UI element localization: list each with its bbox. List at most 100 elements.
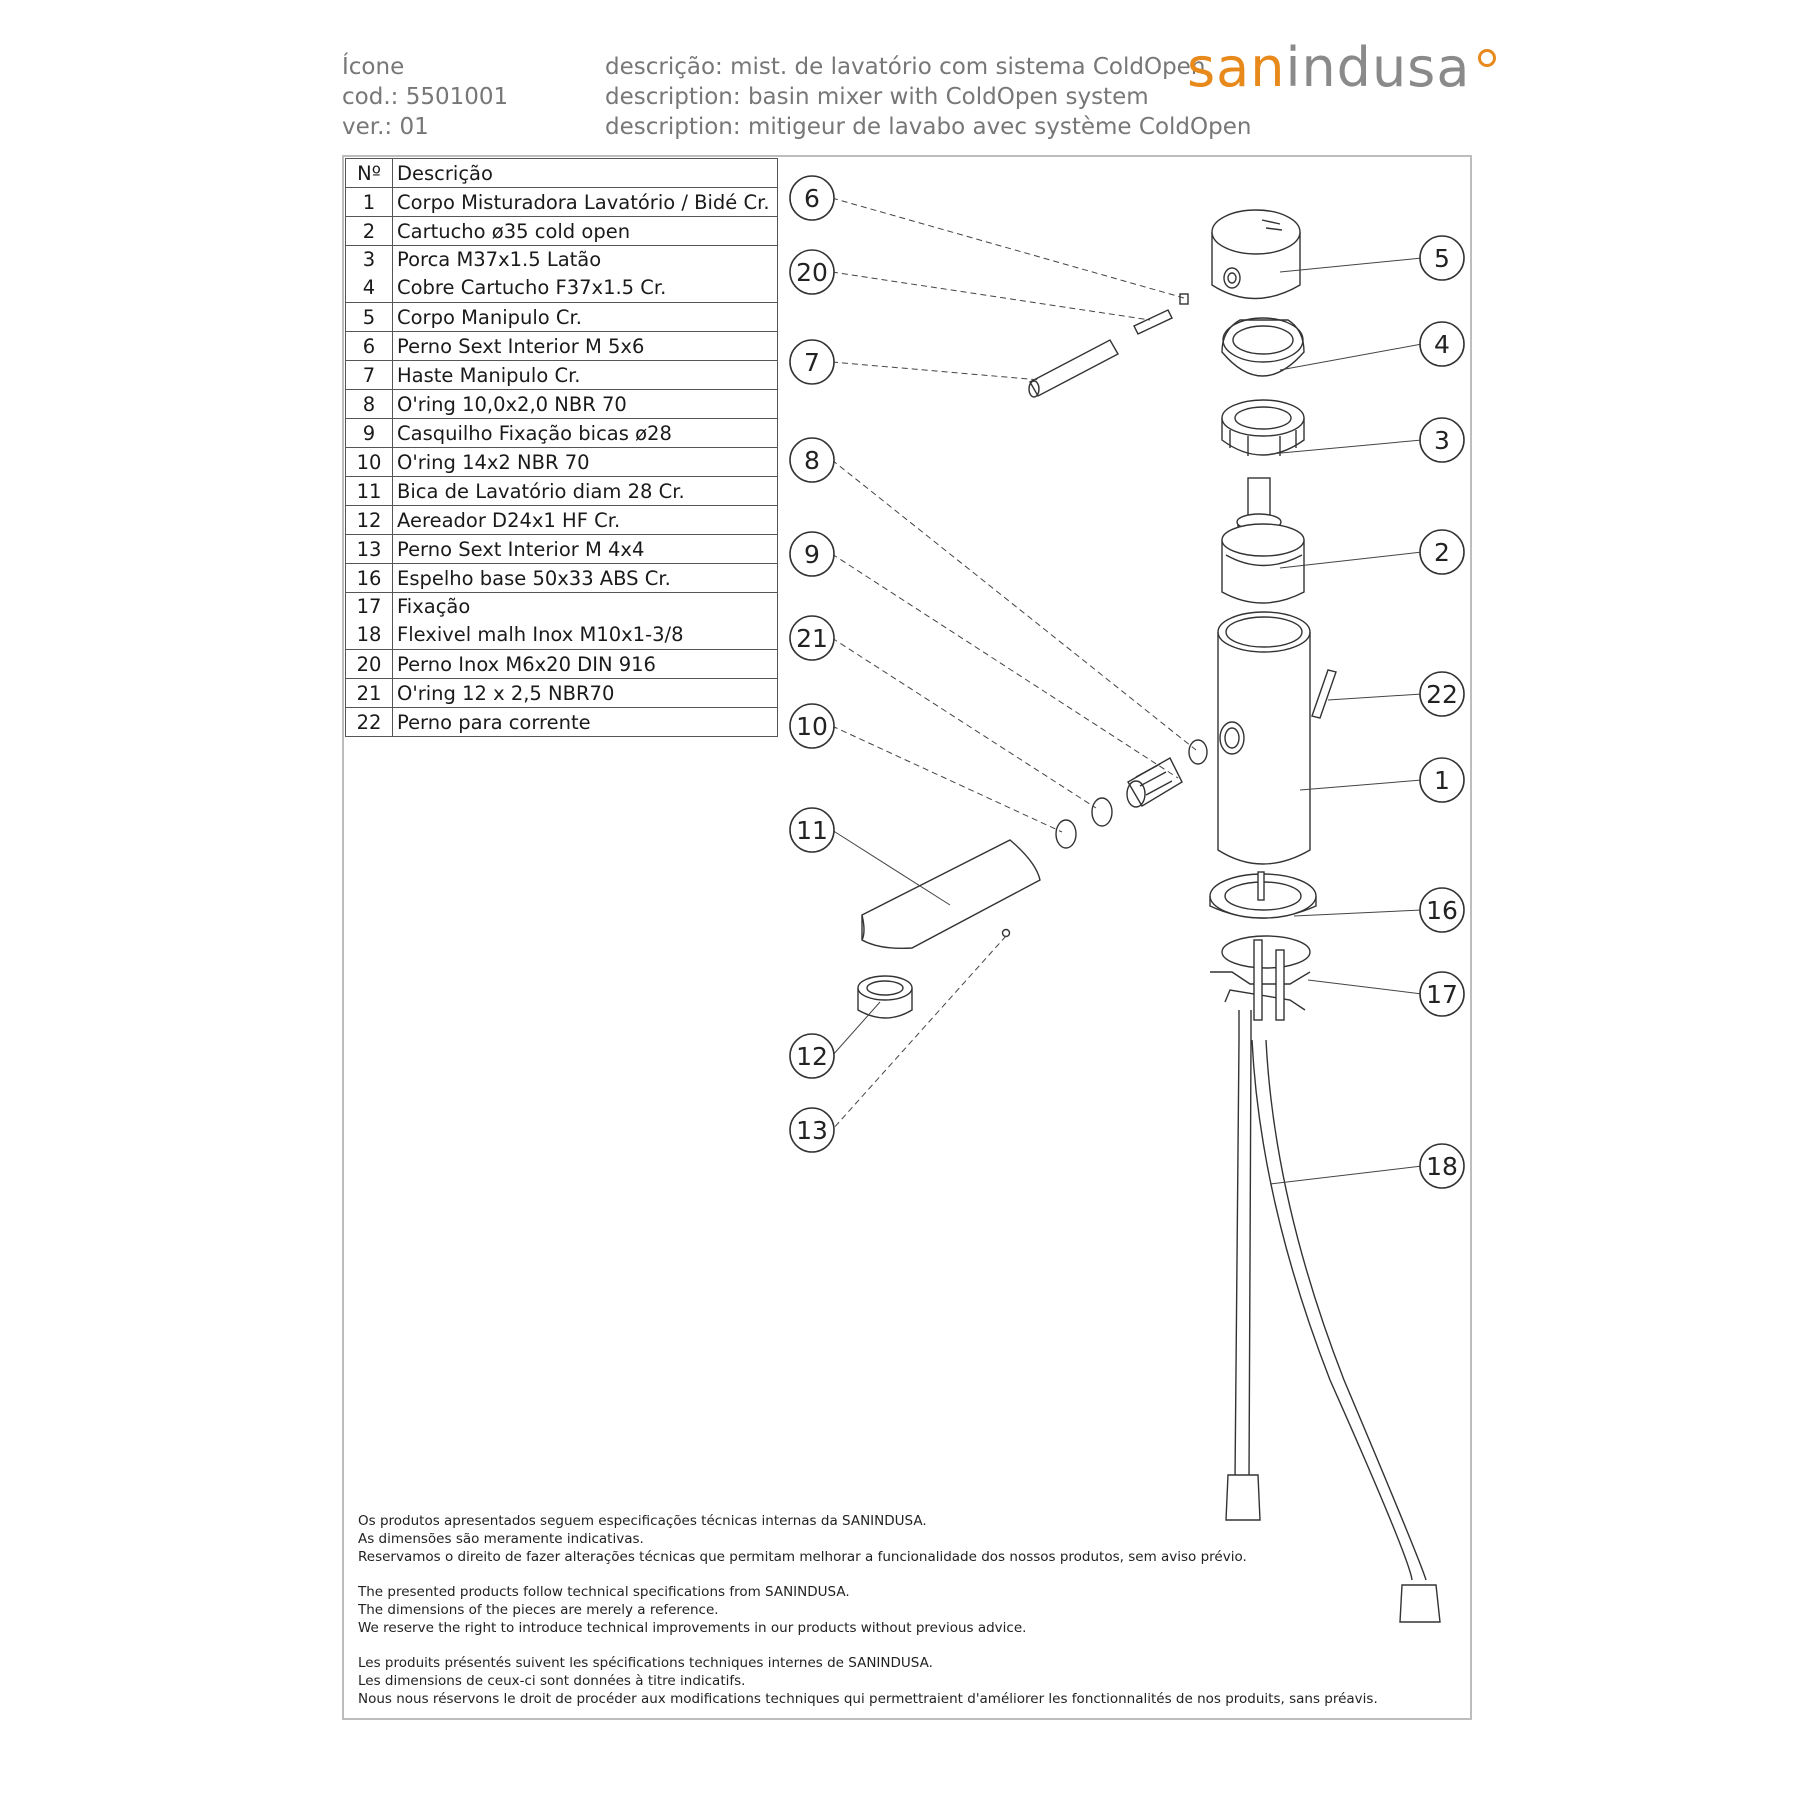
part-description-cell: Perno para corrente [392, 707, 778, 737]
part-description-cell: Cartucho ø35 cold open [392, 216, 778, 246]
note-line: As dimensões são meramente indicativas. [358, 1531, 644, 1547]
part-number-cell: 2 [345, 216, 393, 246]
callout-22: 22 [1419, 671, 1465, 717]
leader-lines [831, 197, 1197, 1131]
part-number: 11 [356, 479, 382, 503]
base-plate-part [1209, 871, 1317, 919]
part-description: Casquilho Fixação bicas ø28 [397, 421, 672, 445]
document-meta: Ícone cod.: 5501001 ver.: 01 [342, 52, 582, 142]
callout-label: 21 [796, 624, 828, 653]
leader-lines-solid [831, 257, 1423, 1185]
callout-circle [789, 437, 835, 483]
callout-11: 11 [789, 807, 835, 853]
callout-circle [789, 249, 835, 295]
callout-8: 8 [789, 437, 835, 483]
handle-rod-part [1028, 339, 1119, 398]
callout-12: 12 [789, 1033, 835, 1079]
part-description-cell: Espelho base 50x33 ABS Cr. [392, 563, 778, 593]
part-description: Porca M37x1.5 Latão [397, 248, 602, 271]
product-version: ver.: 01 [342, 114, 429, 140]
oring-21-part [1091, 797, 1113, 827]
callout-5: 5 [1419, 235, 1465, 281]
chain-pin-part [1311, 669, 1337, 719]
part-description: Aereador D24x1 HF Cr. [397, 508, 621, 532]
callout-label: 8 [804, 446, 820, 475]
callout-label: 12 [796, 1042, 828, 1071]
callout-10: 10 [789, 703, 835, 749]
part-number-cell: 13 [345, 534, 393, 564]
note-line: The dimensions of the pieces are merely … [358, 1602, 719, 1618]
part-description: Perno Sext Interior M 4x4 [397, 537, 645, 561]
callout-circle [789, 339, 835, 385]
mixer-body-part [1217, 611, 1311, 865]
part-number: 3 [362, 248, 376, 271]
callout-9: 9 [789, 531, 835, 577]
part-description: Cobre Cartucho F37x1.5 Cr. [397, 276, 667, 299]
description-en: description: basin mixer with ColdOpen s… [605, 84, 1149, 110]
part-description-cell: O'ring 12 x 2,5 NBR70 [392, 678, 778, 708]
part-description: O'ring 10,0x2,0 NBR 70 [397, 392, 627, 416]
callout-21: 21 [789, 615, 835, 661]
spout-part [861, 839, 1041, 950]
notes-en: The presented products follow technical … [358, 1583, 1458, 1637]
part-description: Espelho base 50x33 ABS Cr. [397, 566, 671, 590]
logo-mark-icon [1478, 49, 1496, 67]
part-number: 18 [356, 623, 382, 646]
part-description-cell: Bica de Lavatório diam 28 Cr. [392, 476, 778, 506]
product-code: cod.: 5501001 [342, 84, 509, 110]
part-description-cell: O'ring 10,0x2,0 NBR 70 [392, 389, 778, 419]
note-line: We reserve the right to introduce techni… [358, 1620, 1027, 1636]
drawing-frame [342, 155, 1472, 1720]
callout-label: 10 [796, 712, 828, 741]
part-number-cell: 8 [345, 389, 393, 419]
note-line: Os produtos apresentados seguem especifi… [358, 1513, 927, 1529]
hex-screw-part [1001, 928, 1011, 938]
part-number: 6 [362, 334, 376, 358]
description-block: descrição: mist. de lavatório com sistem… [605, 52, 1251, 142]
callout-label: 2 [1434, 538, 1450, 567]
part-number: 9 [362, 421, 376, 445]
part-number: 2 [362, 219, 376, 243]
table-row: 12 Aereador D24x1 HF Cr. [345, 505, 778, 535]
part-description: Haste Manipulo Cr. [397, 363, 581, 387]
part-description: Fixação [397, 595, 471, 618]
table-row: 11 Bica de Lavatório diam 28 Cr. [345, 476, 778, 506]
part-number: 12 [356, 508, 382, 532]
part-number-cell: 5 [345, 302, 393, 332]
part-description-cell: Aereador D24x1 HF Cr. [392, 505, 778, 535]
cartridge-cover-part [1221, 317, 1305, 377]
oring-8-part [1188, 739, 1208, 765]
callout-4: 4 [1419, 321, 1465, 367]
part-number: 17 [356, 595, 382, 618]
cartridge-part [1221, 477, 1305, 604]
notes-fr: Les produits présentés suivent les spéci… [358, 1654, 1458, 1708]
callout-3: 3 [1419, 417, 1465, 463]
callout-circle [1419, 757, 1465, 803]
part-description: Cartucho ø35 cold open [397, 219, 631, 243]
callout-label: 17 [1426, 980, 1458, 1009]
oring-10-part [1055, 819, 1077, 849]
part-number: 10 [356, 450, 382, 474]
hex-pin-part [1179, 293, 1189, 305]
callout-circle [789, 1033, 835, 1079]
part-number: 4 [362, 276, 376, 299]
callout-circle [1419, 971, 1465, 1017]
part-description: O'ring 12 x 2,5 NBR70 [397, 681, 615, 705]
aerator-part [857, 975, 913, 1019]
part-number-cell: 22 [345, 707, 393, 737]
callout-circle [1419, 887, 1465, 933]
part-number: 22 [356, 710, 382, 734]
part-description-cell: Perno Inox M6x20 DIN 916 [392, 649, 778, 679]
callout-label: 6 [804, 184, 820, 213]
callout-6: 6 [789, 175, 835, 221]
